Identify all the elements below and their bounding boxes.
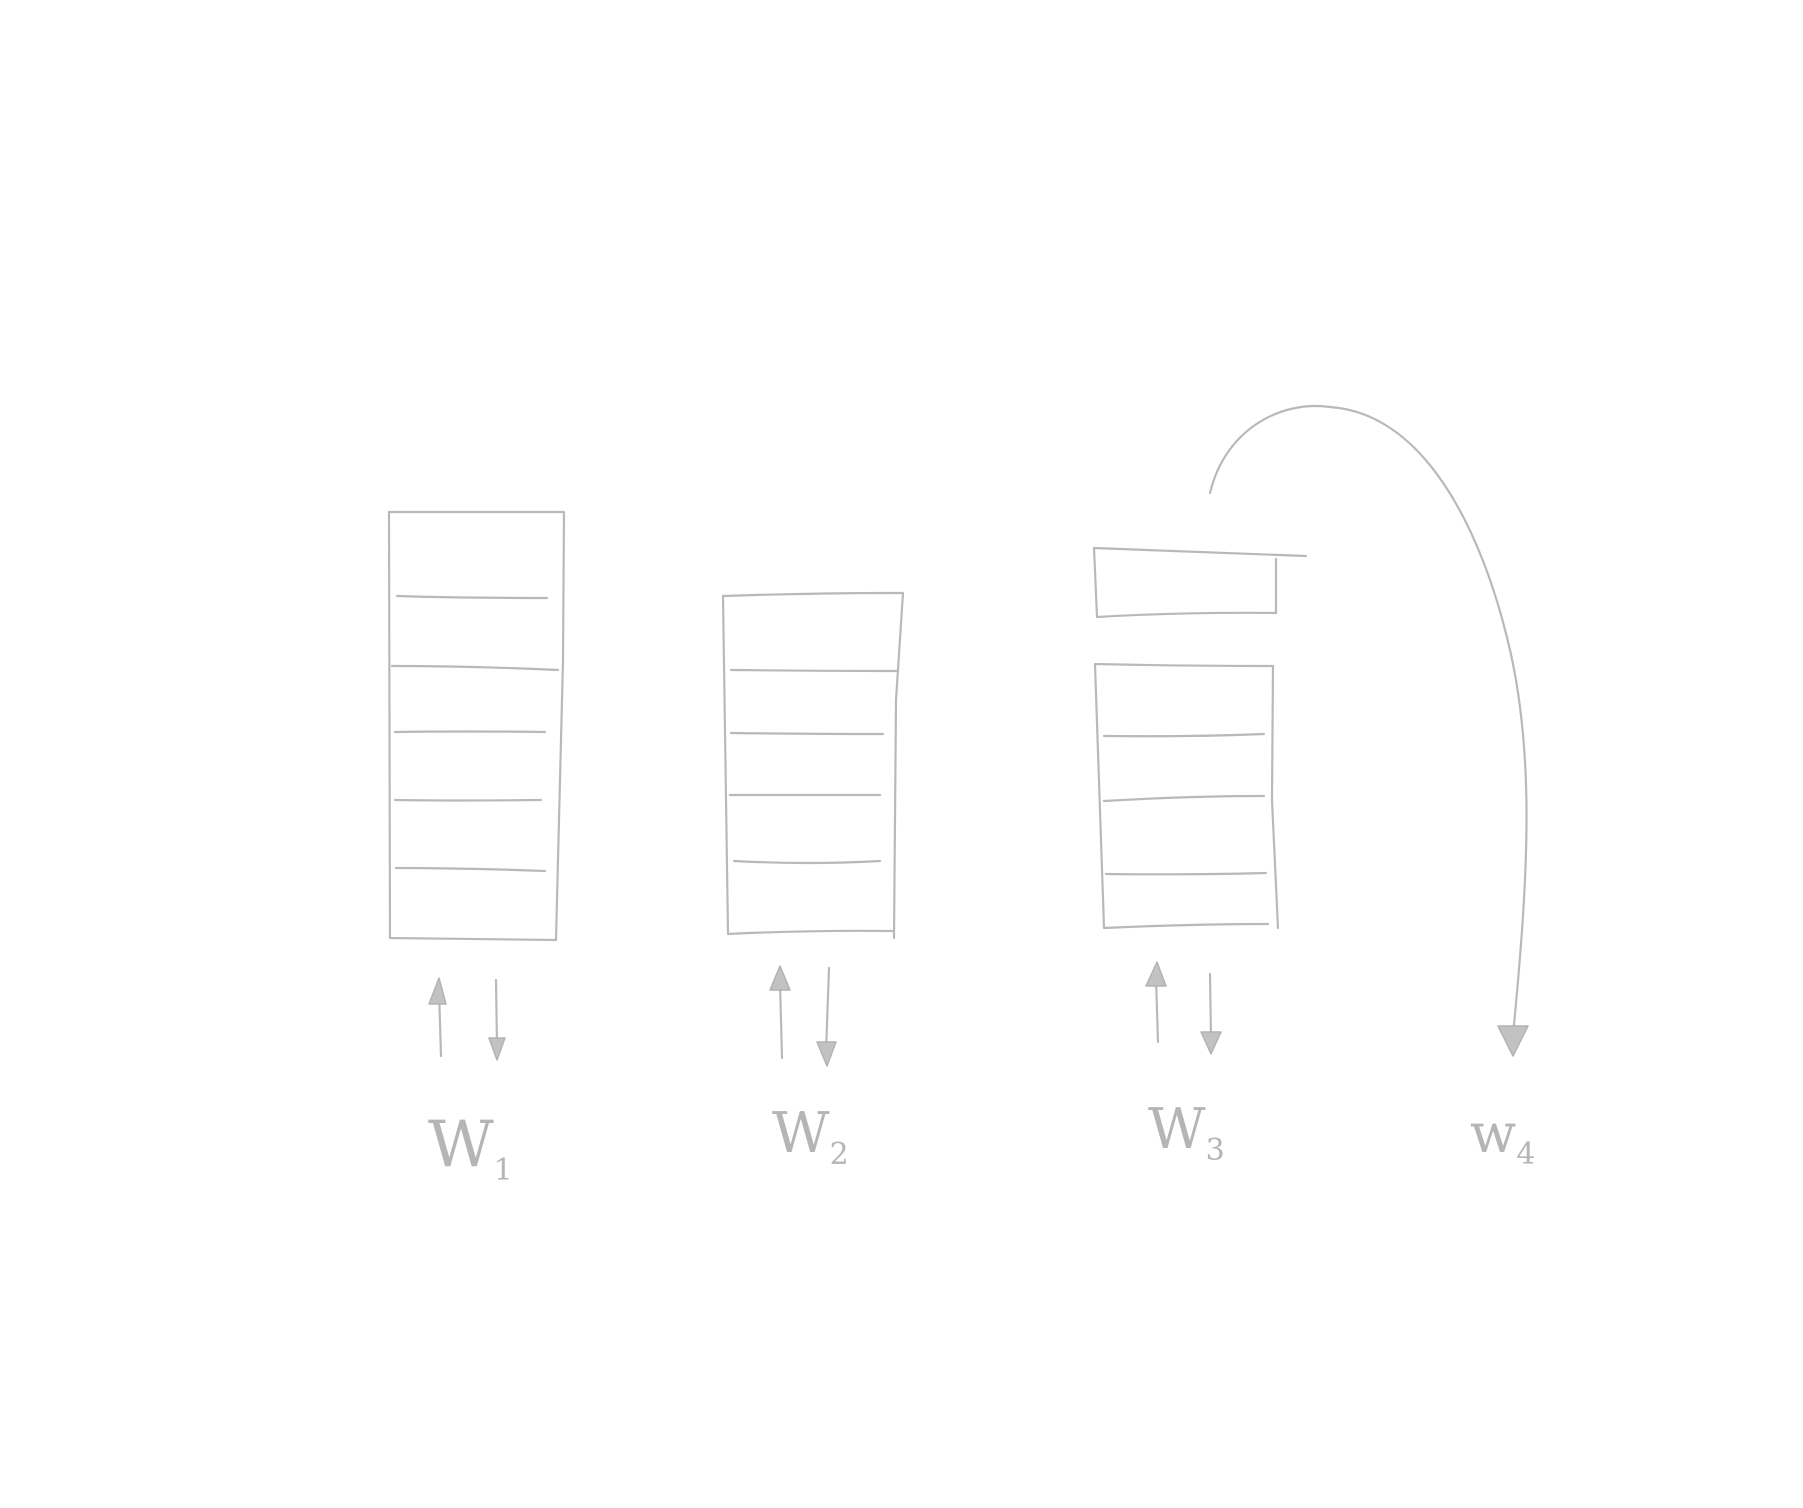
arrow-up-icon [1145, 961, 1167, 987]
worker-1-queue-stack [387, 510, 566, 942]
queue-slot-divider [732, 859, 882, 865]
steal-transfer-arrow [1208, 404, 1529, 1057]
queue-slot-divider [393, 798, 543, 802]
queue-slot-divider [729, 668, 899, 673]
worker-4-label: w4 [1470, 1102, 1535, 1172]
queue-slot-divider [1102, 732, 1266, 738]
worker-3-label: W3 [1148, 1097, 1225, 1168]
arrow-up-icon [428, 977, 447, 1005]
queue-slot-divider [394, 866, 547, 873]
queue-slot-divider [1102, 794, 1266, 803]
arrow-head-down-icon [1497, 1025, 1529, 1057]
arrow-up-icon [769, 965, 791, 991]
worker-2-push-pop-arrows [769, 965, 837, 1067]
worker-3-queue-stack [1093, 662, 1280, 930]
queue-slot-divider [729, 731, 885, 736]
worker-1-label: W1 [428, 1108, 513, 1188]
arrow-down-icon [816, 1041, 837, 1067]
worker-2-label: W2 [772, 1101, 849, 1172]
worker-3-detached-slot [1092, 546, 1308, 619]
worker-1-push-pop-arrows [428, 977, 506, 1061]
queue-slot-divider [393, 730, 547, 734]
queue-slot-divider [1104, 871, 1268, 876]
queue-slot-divider [395, 594, 549, 600]
worker-2-queue-stack [721, 591, 905, 940]
worker-3-push-pop-arrows [1145, 961, 1222, 1055]
queue-slot-divider [390, 664, 560, 672]
arrow-down-icon [1200, 1031, 1222, 1055]
arrow-down-icon [488, 1037, 506, 1061]
